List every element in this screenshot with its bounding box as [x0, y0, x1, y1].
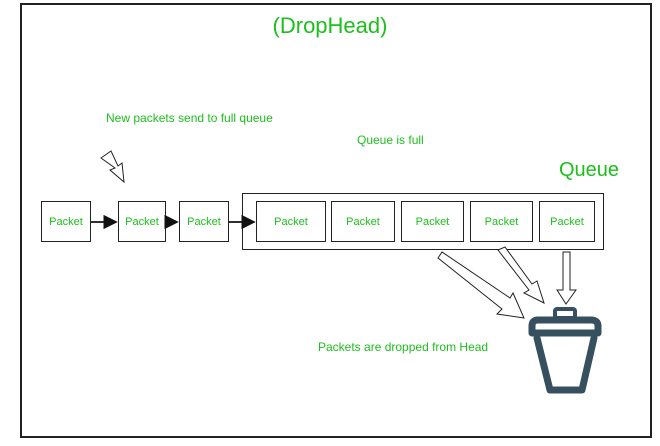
drop-arrow-icon	[437, 251, 525, 319]
incoming-packet: Packet	[118, 201, 166, 242]
queued-packet: Packet	[470, 201, 533, 242]
queued-packet: Packet	[539, 201, 595, 242]
queued-packet: Packet	[331, 201, 395, 242]
queued-packet: Packet	[401, 201, 464, 242]
queue-full-label: Queue is full	[357, 133, 424, 147]
drop-arrow-icon	[497, 246, 545, 304]
dropped-label: Packets are dropped from Head	[318, 340, 489, 354]
incoming-packet: Packet	[41, 201, 91, 242]
hollow-arrow-icon	[100, 150, 125, 184]
trash-bin-icon	[528, 307, 602, 394]
new-packets-label: New packets send to full queue	[106, 111, 273, 125]
queued-packet: Packet	[256, 201, 326, 242]
queue-label: Queue	[559, 159, 620, 181]
diagram-frame	[20, 3, 652, 438]
diagram-title: (DropHead)	[272, 13, 388, 38]
drop-arrow-icon	[556, 251, 577, 305]
incoming-packet: Packet	[179, 201, 229, 242]
